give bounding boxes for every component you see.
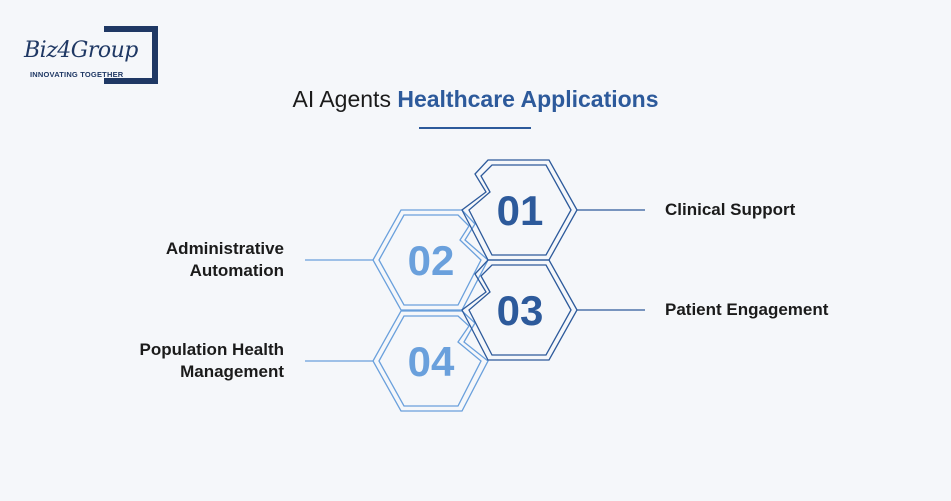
number-03: 03 [497,287,544,334]
page-title: AI Agents Healthcare Applications [0,86,951,113]
number-02: 02 [408,237,455,284]
brand-logo: Biz4Group INNOVATING TOGETHER [22,26,158,84]
hexagon-03 [461,259,578,361]
title-plain: AI Agents [292,86,391,112]
hexagon-02 [372,209,489,311]
label-population-health-management: Population Health Management [139,340,285,381]
logo-tagline: INNOVATING TOGETHER [30,70,124,79]
title-underline [419,127,531,129]
logo-wordmark: Biz4Group [24,38,138,63]
label-patient-engagement: Patient Engagement [665,300,829,319]
hexagon-04 [372,310,489,412]
label-clinical-support: Clinical Support [665,200,796,219]
number-04: 04 [408,338,455,385]
title-highlight: Healthcare Applications [397,86,659,112]
number-01: 01 [497,187,544,234]
label-administrative-automation: Administrative Automation [165,239,284,280]
